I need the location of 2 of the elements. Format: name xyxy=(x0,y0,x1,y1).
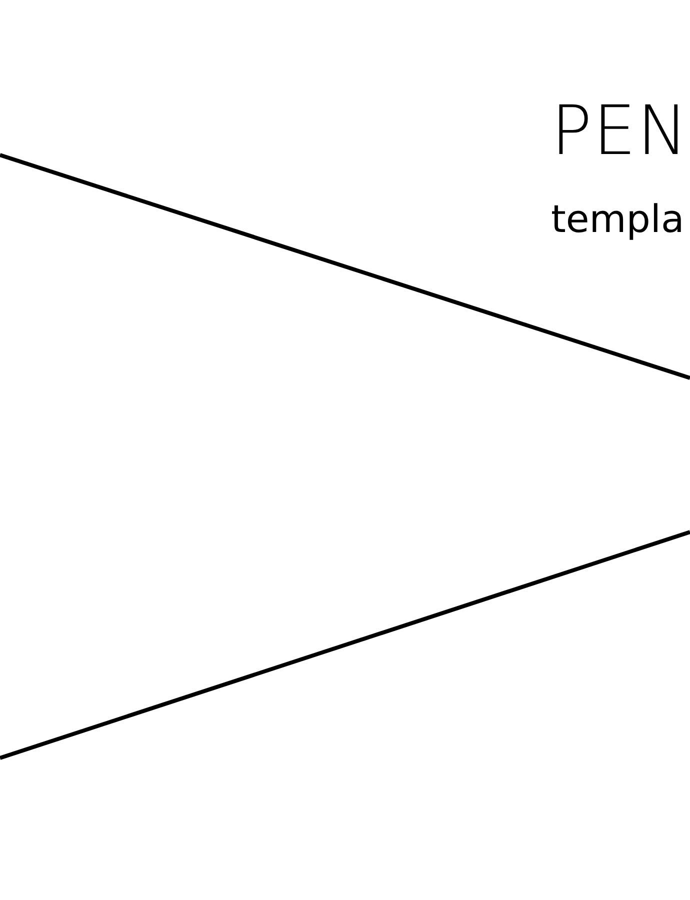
title: PEN xyxy=(551,98,689,166)
subtitle: templa xyxy=(551,200,684,238)
